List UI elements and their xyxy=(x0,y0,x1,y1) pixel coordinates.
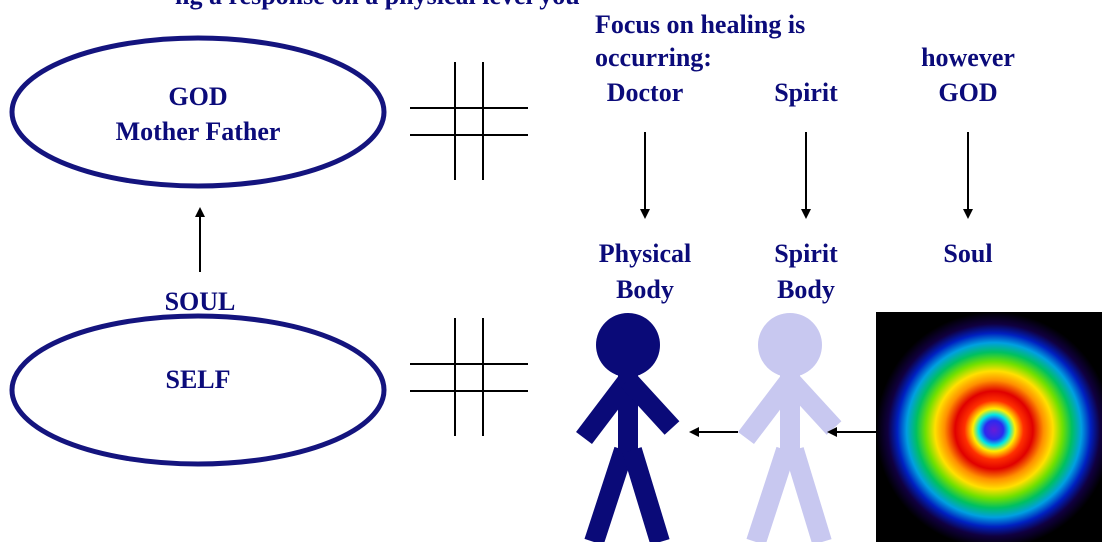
god-ellipse-title: GOD xyxy=(168,82,227,111)
header-line1: Focus on healing is xyxy=(595,10,805,39)
self-label: SELF xyxy=(165,365,230,394)
physical-body-figure xyxy=(584,313,672,542)
target-physical-line2: Body xyxy=(616,275,674,304)
target-spirit-line1: Spirit xyxy=(774,239,838,268)
source-doctor: Doctor xyxy=(607,78,684,107)
bottom-hash-grid xyxy=(410,318,528,436)
target-physical-line1: Physical xyxy=(599,239,691,268)
soul-label: SOUL xyxy=(165,287,236,316)
header-line2: occurring: xyxy=(595,43,712,72)
top-hash-grid xyxy=(410,62,528,180)
god-ellipse-subtitle: Mother Father xyxy=(116,117,281,146)
target-soul: Soul xyxy=(943,239,992,268)
god-ellipse xyxy=(12,38,384,186)
source-spirit: Spirit xyxy=(774,78,838,107)
target-spirit-line2: Body xyxy=(777,275,835,304)
title-fragment: ng a response on a physical level you xyxy=(175,0,580,10)
source-god: GOD xyxy=(938,78,997,107)
header-however: however xyxy=(921,43,1015,72)
spirit-body-figure xyxy=(746,313,834,542)
